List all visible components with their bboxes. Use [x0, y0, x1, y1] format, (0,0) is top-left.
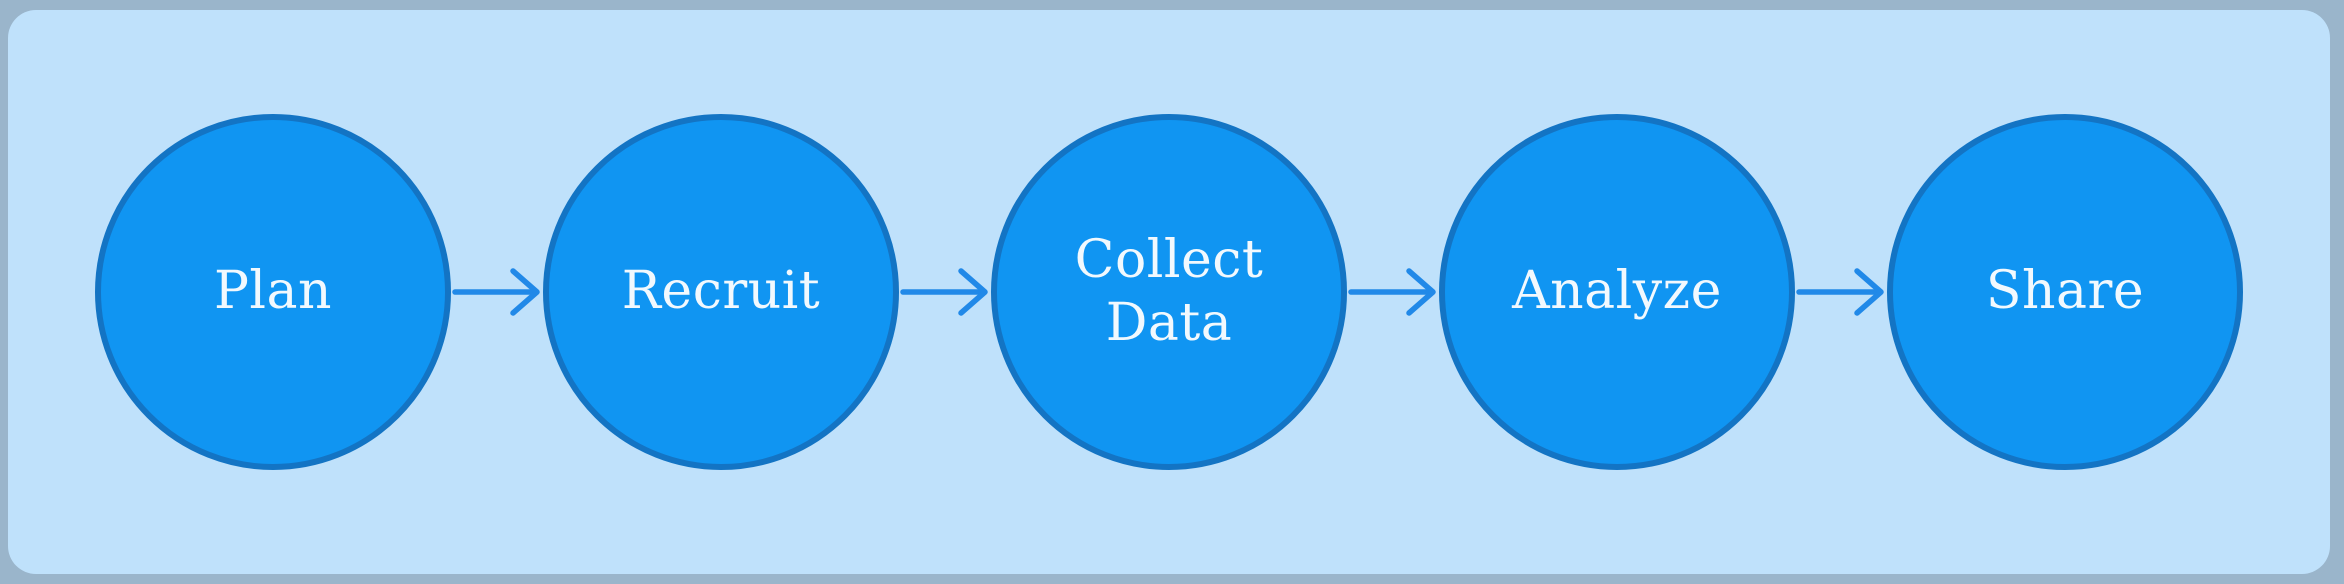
flow-node-analyze: Analyze — [1439, 114, 1795, 470]
arrow-right-icon — [900, 268, 988, 316]
arrow-right-icon — [452, 268, 540, 316]
flow-node-share: Share — [1887, 114, 2243, 470]
flow-node-label: Share — [1985, 261, 2145, 322]
flow-node-collect-data: Collect Data — [991, 114, 1347, 470]
arrow-right-icon — [1796, 268, 1884, 316]
flow-node-label: Collect Data — [1074, 229, 1264, 353]
flow-node-label: Plan — [213, 261, 333, 322]
flow-node-label: Analyze — [1512, 261, 1722, 322]
diagram-panel: Plan Recruit Collect Data Analyze — [8, 10, 2330, 574]
flow-node-recruit: Recruit — [543, 114, 899, 470]
flowchart: Plan Recruit Collect Data Analyze — [8, 10, 2330, 574]
arrow-right-icon — [1348, 268, 1436, 316]
flow-node-label: Recruit — [621, 261, 821, 322]
flow-node-plan: Plan — [95, 114, 451, 470]
